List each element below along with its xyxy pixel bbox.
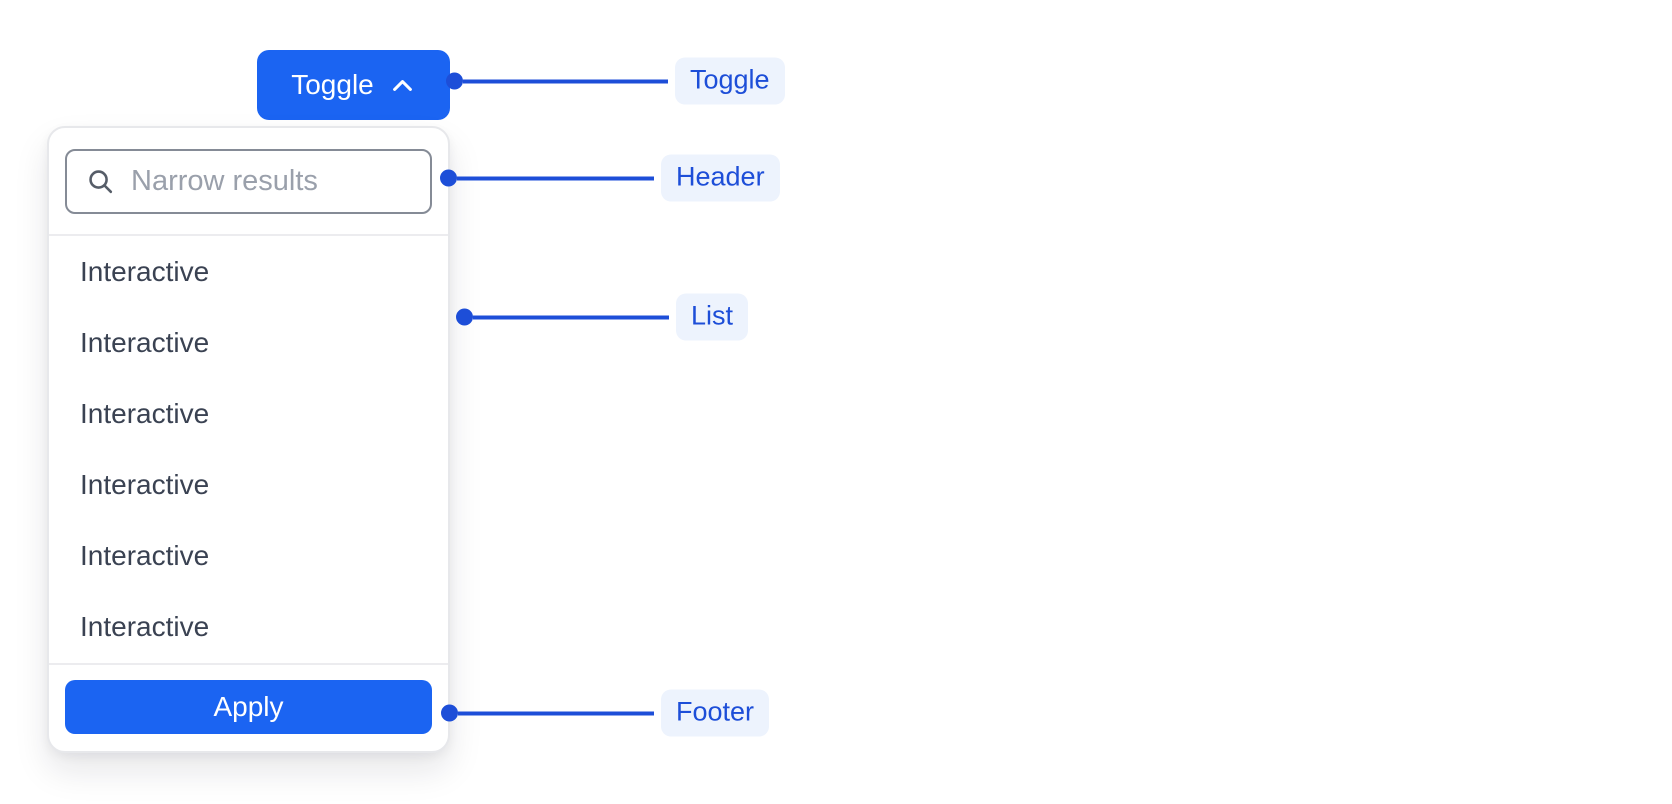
annotation-footer: Footer [441,689,770,737]
annotation-line [458,711,654,715]
annotation-dot [456,308,473,326]
search-icon [85,166,116,197]
search-box[interactable] [65,149,432,214]
annotation-line [463,79,668,83]
list-item[interactable]: Interactive [49,236,448,308]
list-item[interactable]: Interactive [49,591,448,664]
apply-button[interactable]: Apply [65,680,432,734]
annotation-label: Toggle [675,57,785,105]
annotation-toggle: Toggle [446,57,785,105]
toggle-button[interactable]: Toggle [257,50,450,120]
annotation-header: Header [440,154,780,202]
toggle-button-label: Toggle [291,69,374,100]
chevron-up-icon [389,72,416,99]
footer-divider [49,663,448,665]
search-input[interactable] [131,165,412,198]
options-list: Interactive Interactive Interactive Inte… [49,236,448,664]
header-divider [49,234,448,236]
list-item[interactable]: Interactive [49,378,448,450]
panel-header [49,128,448,234]
annotation-label: Footer [661,689,770,737]
annotation-label: Header [661,154,780,202]
annotation-list: List [456,293,749,341]
panel-footer: Apply [49,665,448,751]
annotation-line [457,176,654,180]
list-item[interactable]: Interactive [49,449,448,521]
dropdown-panel: Interactive Interactive Interactive Inte… [47,126,450,753]
list-item[interactable]: Interactive [49,307,448,379]
annotation-label: List [676,293,749,341]
list-item[interactable]: Interactive [49,520,448,592]
annotation-line [473,315,669,319]
